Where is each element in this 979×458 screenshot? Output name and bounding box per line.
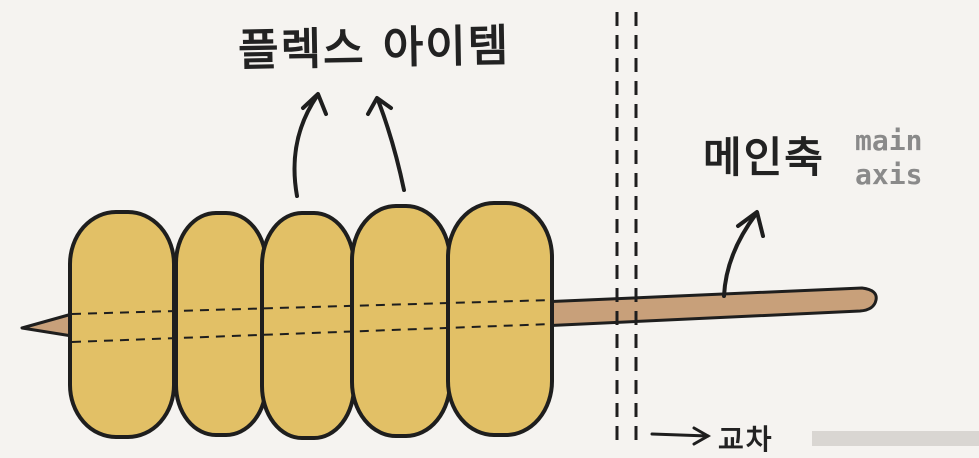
flex-item-2 (174, 211, 268, 437)
cross-arrow (650, 426, 712, 446)
item-arrows (292, 92, 406, 198)
flex-item-4 (350, 204, 452, 438)
webcam-thumbnail (812, 431, 979, 446)
skewer-stick (538, 286, 878, 328)
flex-diagram (20, 12, 878, 446)
arrow-up-icon (292, 94, 319, 198)
skewer-hidden-lines (71, 299, 553, 343)
arrow-up-right-icon (722, 212, 758, 298)
flex-items-label: 플렉스 아이템 (237, 20, 511, 77)
main-axis-en-line1: main (855, 124, 923, 157)
arrow-right-icon (650, 432, 710, 438)
flex-item-5 (446, 201, 554, 437)
main-axis-arrow (722, 210, 765, 298)
arrow-up-icon-2 (376, 98, 406, 192)
cross-axis-label-partial: 교차 (718, 423, 774, 456)
flex-item-3 (260, 211, 356, 440)
skewer-tip (20, 312, 74, 338)
main-axis-label-en: main axis (855, 124, 922, 192)
cross-boundary-lines (615, 12, 638, 446)
main-axis-en-line2: axis (855, 158, 923, 191)
main-axis-label-ko: 메인축 (703, 133, 825, 182)
flex-item-1 (68, 210, 176, 439)
flex-items-group (68, 201, 554, 440)
